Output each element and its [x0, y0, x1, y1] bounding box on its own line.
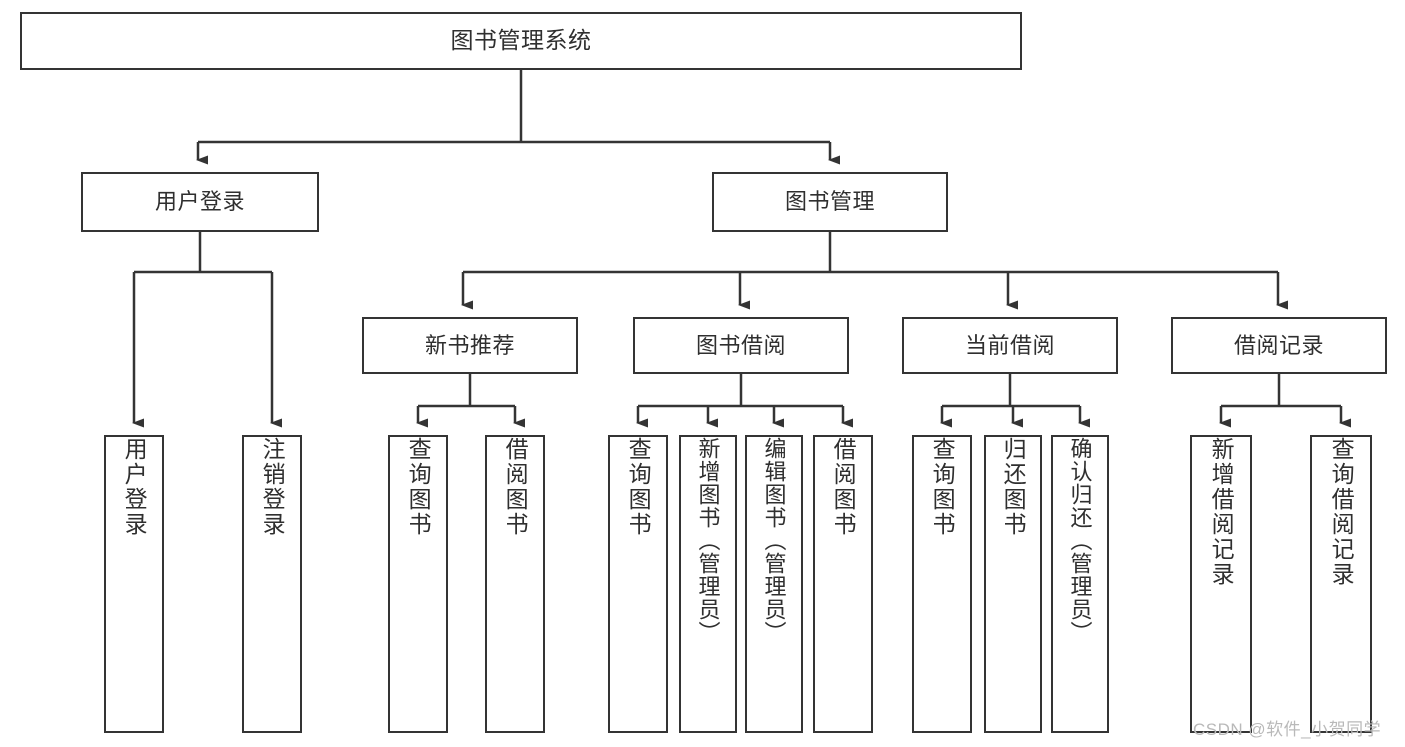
- leaf-query-book-3[interactable]: 查询图书: [912, 435, 972, 733]
- node-user-login-label: 用户登录: [154, 189, 245, 215]
- node-root-label: 图书管理系统: [450, 27, 592, 54]
- leaf-confirm-return-label: 确认归还（管理员）: [1067, 437, 1093, 644]
- leaf-edit-book[interactable]: 编辑图书（管理员）: [745, 435, 803, 733]
- leaf-edit-book-label: 编辑图书（管理员）: [761, 437, 787, 644]
- leaf-logout[interactable]: 注销登录: [242, 435, 302, 733]
- node-root[interactable]: 图书管理系统: [20, 12, 1022, 70]
- node-new-book-rec-label: 新书推荐: [424, 332, 515, 358]
- leaf-query-book-1[interactable]: 查询图书: [388, 435, 448, 733]
- node-current-borrow-label: 当前借阅: [964, 332, 1055, 358]
- leaf-query-book-2-label: 查询图书: [625, 437, 652, 537]
- leaf-borrow-book-1-label: 借阅图书: [502, 437, 529, 537]
- leaf-query-book-3-label: 查询图书: [929, 437, 956, 537]
- node-book-manage-label: 图书管理: [784, 189, 875, 215]
- node-borrow-record[interactable]: 借阅记录: [1171, 317, 1387, 374]
- node-book-borrow[interactable]: 图书借阅: [633, 317, 849, 374]
- node-borrow-record-label: 借阅记录: [1233, 332, 1324, 358]
- node-user-login[interactable]: 用户登录: [81, 172, 319, 232]
- leaf-query-record[interactable]: 查询借阅记录: [1310, 435, 1372, 733]
- watermark: CSDN @软件_小贺同学: [1193, 720, 1382, 739]
- node-new-book-rec[interactable]: 新书推荐: [362, 317, 578, 374]
- leaf-query-record-label: 查询借阅记录: [1328, 437, 1355, 587]
- leaf-borrow-book-2[interactable]: 借阅图书: [813, 435, 873, 733]
- leaf-query-book-1-label: 查询图书: [405, 437, 432, 537]
- leaf-borrow-book-1[interactable]: 借阅图书: [485, 435, 545, 733]
- node-book-borrow-label: 图书借阅: [695, 332, 786, 358]
- leaf-confirm-return[interactable]: 确认归还（管理员）: [1051, 435, 1109, 733]
- leaf-borrow-book-2-label: 借阅图书: [830, 437, 857, 537]
- leaf-logout-label: 注销登录: [259, 437, 286, 537]
- leaf-return-book-label: 归还图书: [1000, 437, 1027, 537]
- leaf-return-book[interactable]: 归还图书: [984, 435, 1042, 733]
- node-current-borrow[interactable]: 当前借阅: [902, 317, 1118, 374]
- leaf-add-record-label: 新增借阅记录: [1208, 437, 1235, 587]
- leaf-add-book[interactable]: 新增图书（管理员）: [679, 435, 737, 733]
- leaf-user-login[interactable]: 用户登录: [104, 435, 164, 733]
- leaf-add-record[interactable]: 新增借阅记录: [1190, 435, 1252, 733]
- node-book-manage[interactable]: 图书管理: [712, 172, 948, 232]
- leaf-add-book-label: 新增图书（管理员）: [695, 437, 721, 644]
- leaf-query-book-2[interactable]: 查询图书: [608, 435, 668, 733]
- leaf-user-login-label: 用户登录: [121, 437, 148, 537]
